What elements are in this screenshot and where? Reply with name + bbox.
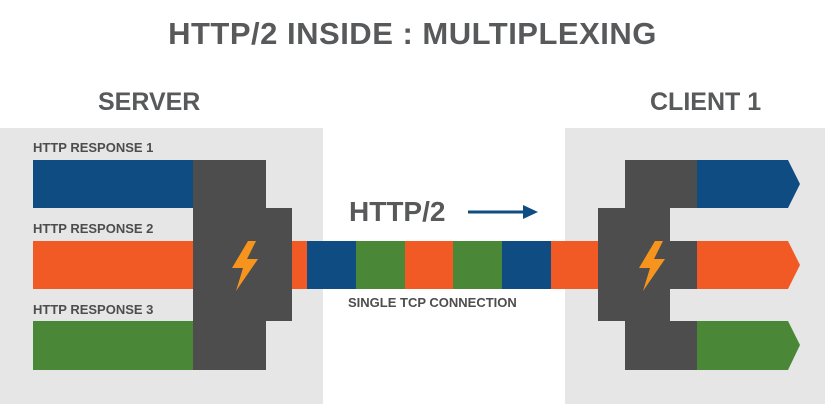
client-stream-1-arrow [697, 160, 800, 208]
client-bracket-bottom [625, 321, 697, 370]
connection-segment [356, 241, 405, 289]
diagram-title: HTTP/2 INSIDE : MULTIPLEXING [168, 16, 657, 51]
arrow-right-icon-head [523, 205, 538, 219]
http-response-3-label: HTTP RESPONSE 3 [33, 302, 154, 317]
server-stream-2 [33, 241, 193, 289]
client-bracket-top [625, 160, 697, 208]
client-label: CLIENT 1 [650, 88, 762, 116]
connection-segment [551, 241, 598, 289]
connection-segment [307, 241, 356, 289]
server-bracket-top [193, 160, 266, 208]
server-stream-3 [33, 321, 193, 370]
client-stream-3-arrow [697, 321, 800, 370]
lightning-bolt-icon [639, 241, 665, 291]
lightning-bolt-icon [232, 241, 258, 291]
client-stream-2-arrow [697, 241, 800, 289]
http-response-1-label: HTTP RESPONSE 1 [33, 140, 154, 155]
server-stream-1 [33, 160, 193, 208]
connection-segment [292, 241, 307, 289]
server-bracket-bottom [193, 321, 266, 370]
server-label: SERVER [98, 88, 201, 116]
protocol-label: HTTP/2 [349, 196, 446, 227]
connection-label: SINGLE TCP CONNECTION [348, 295, 517, 310]
http-response-2-label: HTTP RESPONSE 2 [33, 221, 154, 236]
connection-segment [502, 241, 551, 289]
connection-segment [405, 241, 453, 289]
connection-segment [453, 241, 502, 289]
